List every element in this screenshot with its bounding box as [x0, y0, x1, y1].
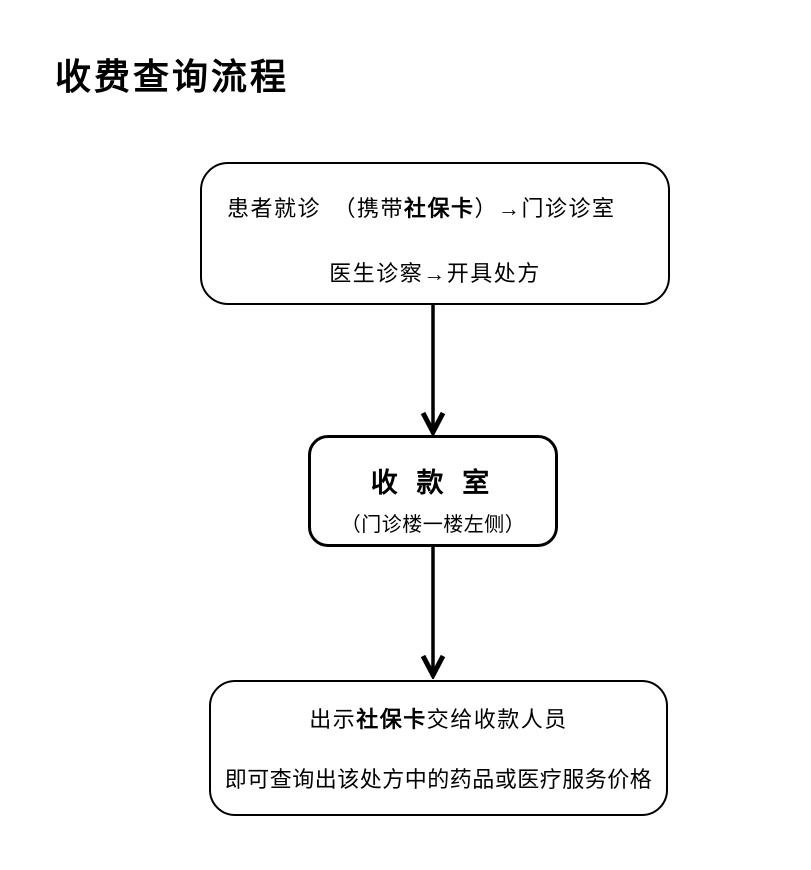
step1-line1-prefix: 患者就诊 （携带 — [227, 196, 405, 221]
step3-line1-prefix: 出示 — [309, 707, 357, 732]
step3-line1-suffix: 交给收款人员 — [426, 707, 568, 732]
step2-title: 收 款 室 — [370, 468, 496, 498]
flow-step-show-card-query: 出示社保卡交给收款人员 即可查询出该处方中的药品或医疗服务价格 — [209, 680, 668, 816]
arrowhead-down-icon — [420, 654, 446, 679]
step3-line2: 即可查询出该处方中的药品或医疗服务价格 — [224, 767, 653, 792]
flow-arrow-down-1 — [420, 304, 446, 436]
step1-line2: 医生诊察→开具处方 — [329, 261, 541, 286]
step2-location-subtitle: （门诊楼一楼左侧） — [340, 514, 526, 536]
step3-line1: 出示社保卡交给收款人员 — [211, 706, 666, 734]
step1-line1-suffix: ）→门诊诊室 — [474, 196, 616, 221]
page-title: 收费查询流程 — [55, 57, 290, 97]
step3-line1-social-card-bold: 社保卡 — [356, 707, 427, 732]
flow-arrow-down-2 — [420, 546, 446, 679]
step1-line1-social-card-bold: 社保卡 — [404, 196, 475, 221]
step1-line1: 患者就诊 （携带社保卡）→门诊诊室 — [227, 195, 616, 223]
flow-step-patient-visit: 患者就诊 （携带社保卡）→门诊诊室 医生诊察→开具处方 — [200, 162, 670, 305]
arrowhead-down-icon — [420, 411, 446, 436]
flow-step-cashier-office: 收 款 室 （门诊楼一楼左侧） — [308, 435, 558, 547]
